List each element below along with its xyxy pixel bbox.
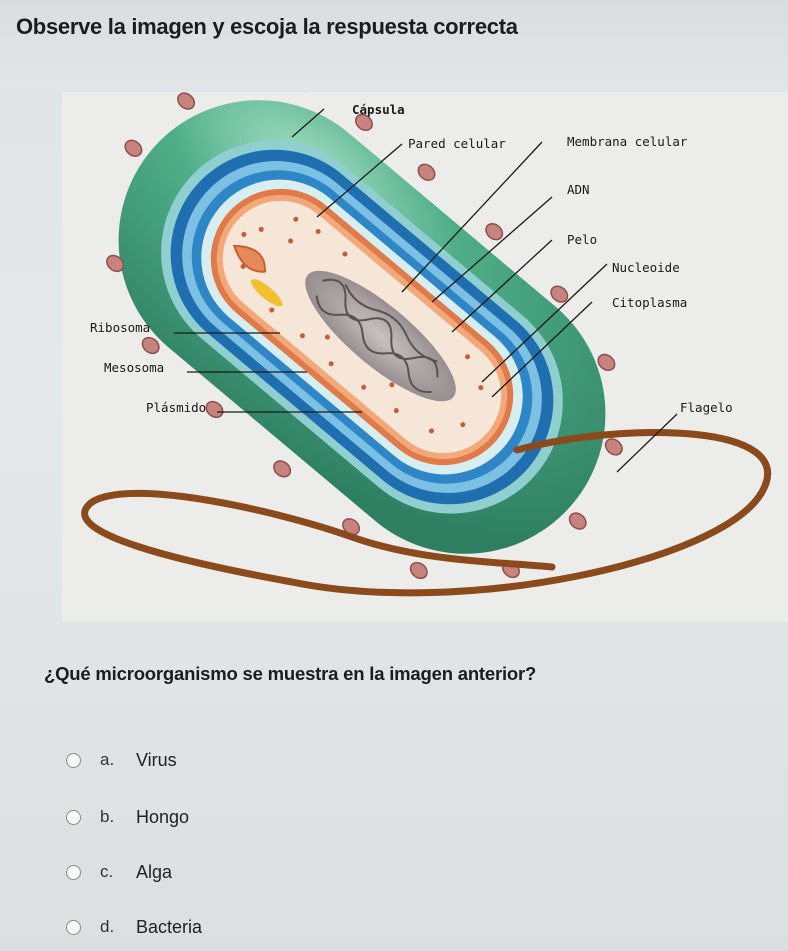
option-label: Bacteria: [136, 916, 203, 937]
option-b[interactable]: b. Hongo: [66, 802, 366, 832]
radio-button-c[interactable]: [66, 864, 81, 880]
bacteria-diagram: Cápsula Pared celular Membrana celular A…: [62, 92, 788, 622]
label-capsula: Cápsula: [352, 102, 405, 117]
label-citoplasma: Citoplasma: [612, 295, 687, 310]
label-flagelo: Flagelo: [680, 400, 733, 415]
nucleoid-shape: [305, 270, 456, 402]
label-adn: ADN: [567, 182, 590, 197]
option-letter: c.: [100, 862, 114, 881]
question-text: ¿Qué microorganismo se muestra en la ima…: [44, 663, 537, 684]
option-label: Hongo: [136, 806, 190, 827]
option-c[interactable]: c. Alga: [66, 857, 366, 887]
option-letter: b.: [100, 807, 115, 826]
header-band: [0, 0, 788, 92]
radio-button-b[interactable]: [66, 809, 81, 825]
bacteria-illustration: Cápsula Pared celular Membrana celular A…: [81, 92, 772, 597]
label-plasmido: Plásmido: [146, 400, 206, 415]
flagellum-shape: [81, 429, 772, 597]
question-title: Observe la imagen y escoja la respuesta …: [16, 14, 518, 39]
option-label: Alga: [136, 861, 173, 882]
option-d[interactable]: d. Bacteria: [66, 912, 366, 942]
label-membrana-celular: Membrana celular: [567, 134, 688, 149]
label-ribosoma: Ribosoma: [90, 320, 150, 335]
radio-button-a[interactable]: [66, 752, 81, 768]
option-letter: d.: [100, 917, 115, 936]
label-pelo: Pelo: [567, 232, 597, 247]
option-label: Virus: [136, 749, 177, 770]
label-mesosoma: Mesosoma: [104, 360, 164, 375]
option-letter: a.: [100, 750, 115, 769]
radio-button-d[interactable]: [66, 919, 81, 935]
label-pared-celular: Pared celular: [408, 136, 506, 151]
option-a[interactable]: a. Virus: [66, 745, 366, 775]
label-nucleoide: Nucleoide: [612, 260, 680, 275]
